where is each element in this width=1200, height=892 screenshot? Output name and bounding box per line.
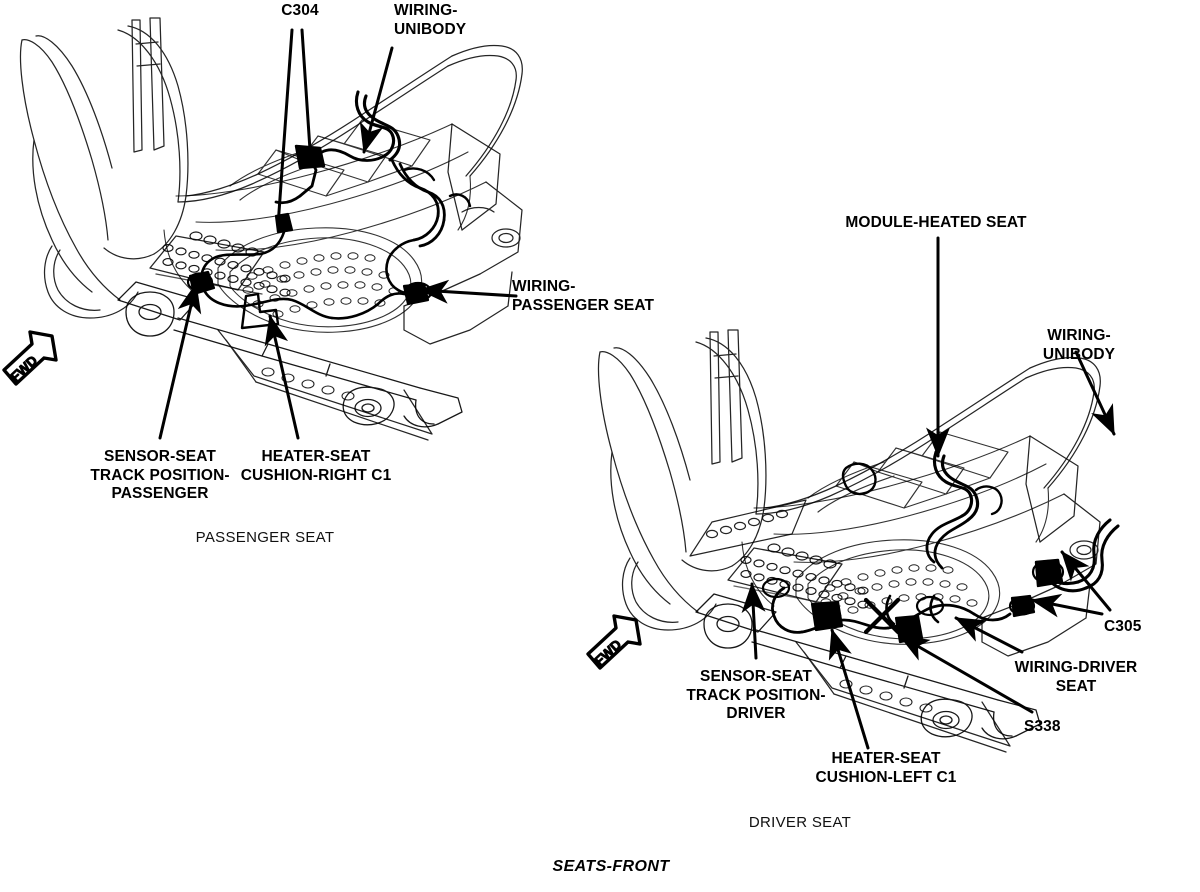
- callout-wiring-unibody-driver: WIRING- UNIBODY: [1042, 327, 1116, 363]
- leader-sensor-passenger: [158, 282, 202, 440]
- callout-module-heated-seat: MODULE-HEATED SEAT: [845, 214, 1027, 231]
- leader-wiring-driver-seat: [954, 616, 1024, 654]
- leader-heater-right: [264, 314, 300, 440]
- callout-sensor-seat-track-position-passenger: SENSOR-SEAT TRACK POSITION- PASSENGER: [90, 448, 230, 502]
- callout-c304: C304: [281, 2, 319, 19]
- callout-heater-seat-cushion-left-c1: HEATER-SEAT CUSHION-LEFT C1: [815, 750, 957, 786]
- leader-wiring-passenger-seat: [418, 279, 518, 304]
- leader-c305-a: [1060, 550, 1112, 612]
- leader-wiring-unibody-right: [1074, 350, 1116, 436]
- callout-c305: C305: [1104, 618, 1142, 635]
- callout-s338: S338: [1024, 718, 1061, 735]
- leader-c304-a: [276, 28, 294, 228]
- leader-c304-b: [300, 28, 312, 152]
- leader-heater-left: [828, 628, 870, 750]
- callout-wiring-unibody-passenger: WIRING- UNIBODY: [394, 2, 467, 38]
- leader-c305-b: [1030, 593, 1104, 618]
- callout-sensor-seat-track-position-driver: SENSOR-SEAT TRACK POSITION- DRIVER: [686, 668, 826, 722]
- passenger-seat-assembly: [19, 17, 523, 441]
- s338-splice-x: [863, 597, 901, 635]
- fwd-arrow-right: FWD: [586, 614, 642, 670]
- leader-sensor-driver: [741, 582, 766, 660]
- fwd-arrow-left: FWD: [2, 330, 58, 386]
- panel-caption-driver-seat: DRIVER SEAT: [748, 814, 852, 831]
- callout-wiring-driver-seat: WIRING-DRIVER SEAT: [1014, 659, 1138, 695]
- callout-wiring-passenger-seat: WIRING- PASSENGER SEAT: [512, 278, 655, 314]
- leader-wiring-unibody-left: [359, 46, 394, 154]
- callout-heater-seat-cushion-right-c1: HEATER-SEAT CUSHION-RIGHT C1: [240, 448, 392, 484]
- figure-title: SEATS-FRONT: [552, 858, 670, 875]
- panel-caption-passenger-seat: PASSENGER SEAT: [195, 529, 335, 546]
- leader-s338: [898, 634, 1034, 714]
